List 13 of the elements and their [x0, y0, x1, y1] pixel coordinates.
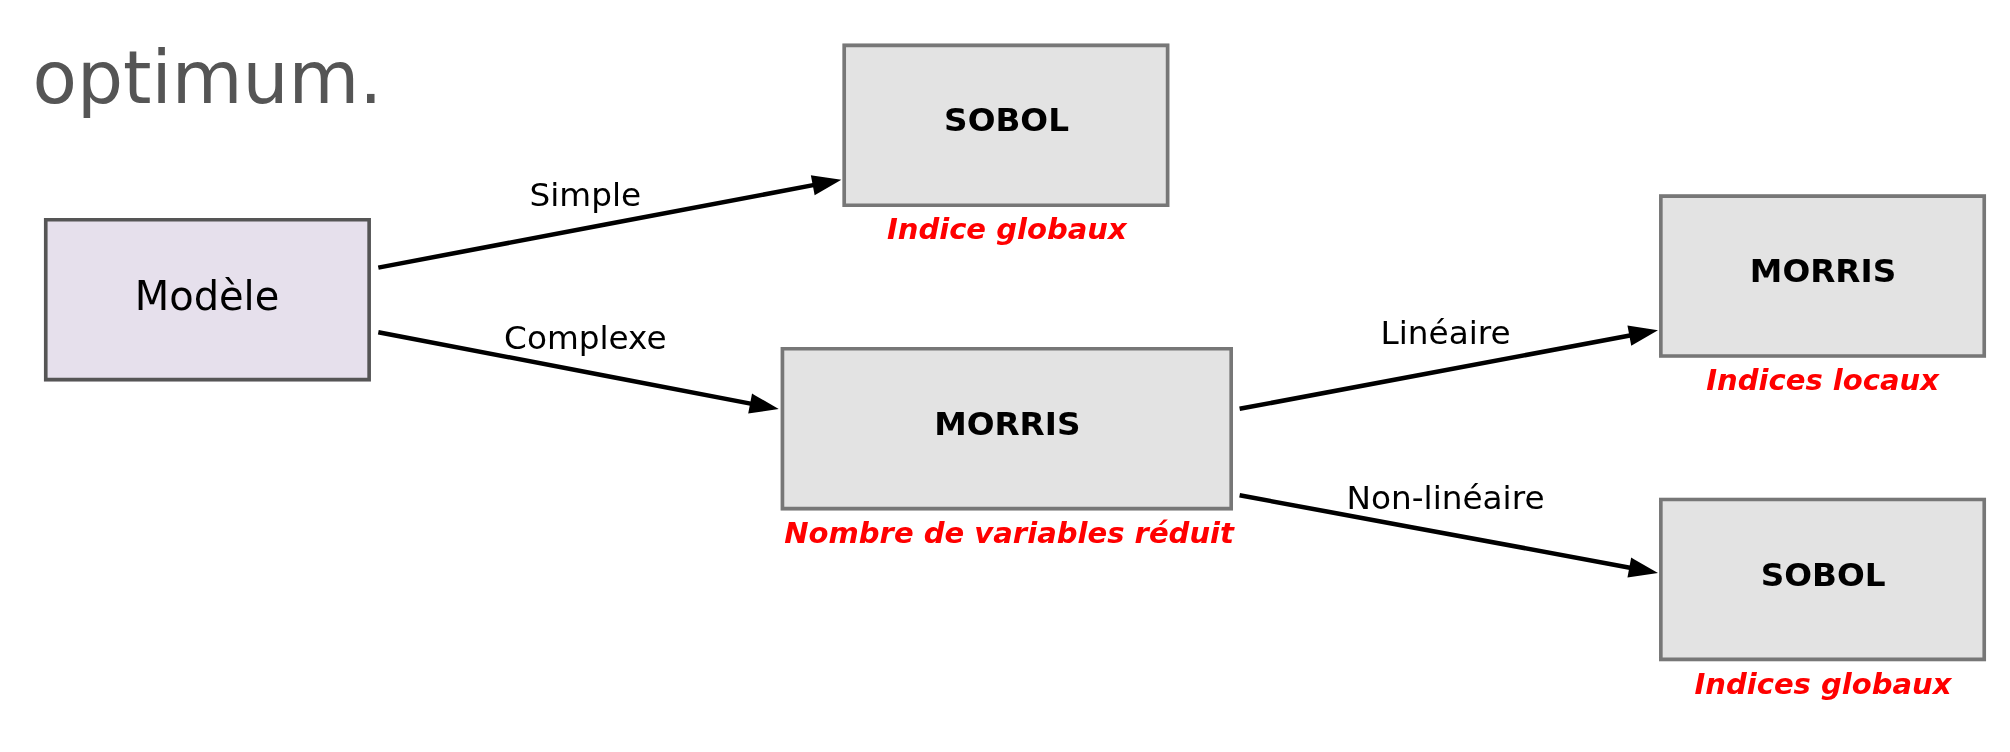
- arrow: [1239, 493, 1658, 578]
- edge-label: Linéaire: [1380, 314, 1511, 353]
- edge-label: Simple: [529, 175, 642, 214]
- edge-label: Non-linéaire: [1346, 479, 1545, 518]
- node-label: Indices globaux: [1694, 666, 1952, 701]
- node-label: Nombre de variables réduit: [784, 515, 1234, 550]
- node-label: Indice globaux: [886, 212, 1127, 247]
- node-label: Indices locaux: [1706, 363, 1939, 398]
- edge-label: Complexe: [504, 319, 667, 358]
- label: optimum.: [32, 36, 383, 121]
- arrow: [1239, 325, 1658, 411]
- arrow: [377, 175, 842, 270]
- arrow: [377, 329, 779, 414]
